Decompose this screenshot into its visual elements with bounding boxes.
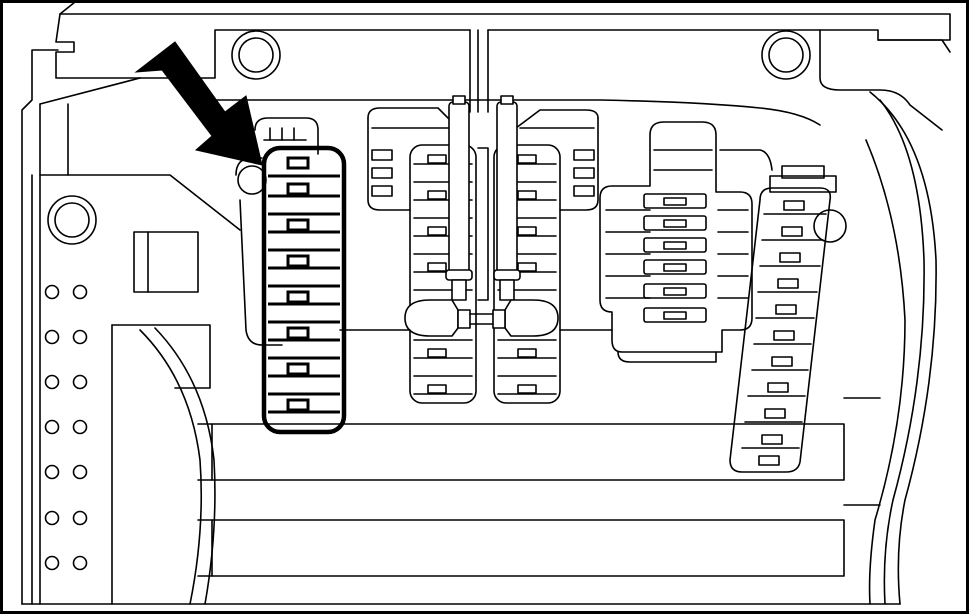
pedal-lock-knob-right: [492, 299, 559, 337]
pedal-lock-knob-left: [404, 299, 471, 337]
floor-mount-holes: [44, 284, 88, 571]
upper-bolt-right: [761, 30, 811, 80]
pedal-rod-right: [493, 95, 521, 301]
center-floor-lines: [339, 149, 773, 331]
left-brake-pedal: [261, 145, 347, 435]
left-side-panel: [31, 174, 199, 605]
upper-right-pad: [599, 121, 753, 363]
cab-upper-structure: [21, 1, 951, 605]
floor-rail-upper: [197, 423, 845, 481]
upper-bolt-left: [231, 30, 281, 80]
right-accelerator-pedal: [729, 165, 847, 473]
floor-tunnel: [111, 324, 216, 605]
left-dual-pedal: [409, 144, 477, 404]
rod-crossbar: [477, 147, 489, 301]
knob-link: [469, 313, 494, 325]
indicator-arrow: [134, 41, 263, 166]
pedal-rod-left: [445, 95, 473, 301]
center-pedal-bracket: [367, 107, 599, 211]
floor-rail-lower: [21, 519, 901, 605]
floor-edge: [843, 397, 881, 506]
